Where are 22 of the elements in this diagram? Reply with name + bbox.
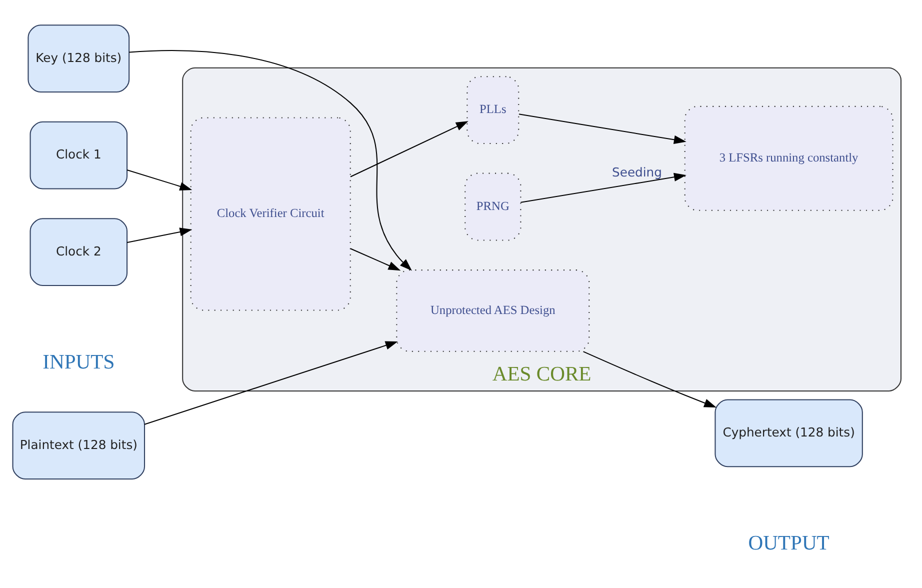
edge-label: Seeding [612,166,662,180]
arrow [126,169,192,191]
arrow [144,341,398,425]
node-box: Clock 1 [30,121,128,190]
node-box: Cyphertext (128 bits) [714,399,863,468]
arrow [127,228,192,244]
node-box: Key (128 bits) [28,24,130,93]
node-box: Clock Verifier Circuit [190,117,351,311]
arrow [518,114,686,144]
node-box: 3 LFSRs running constantly [684,106,894,211]
node-box: Clock 2 [30,218,128,286]
arrow [350,121,468,178]
arrow [129,50,412,271]
node-box: Plaintext (128 bits) [12,412,146,480]
node-box: PRNG [464,172,522,241]
label: OUTPUT [748,532,830,555]
arrow [583,351,716,408]
node-box: Unprotected AES Design [396,270,590,352]
label: INPUTS [42,351,115,374]
node-box: PLLs [466,76,520,144]
arrow [520,172,686,203]
arrow [350,248,401,271]
